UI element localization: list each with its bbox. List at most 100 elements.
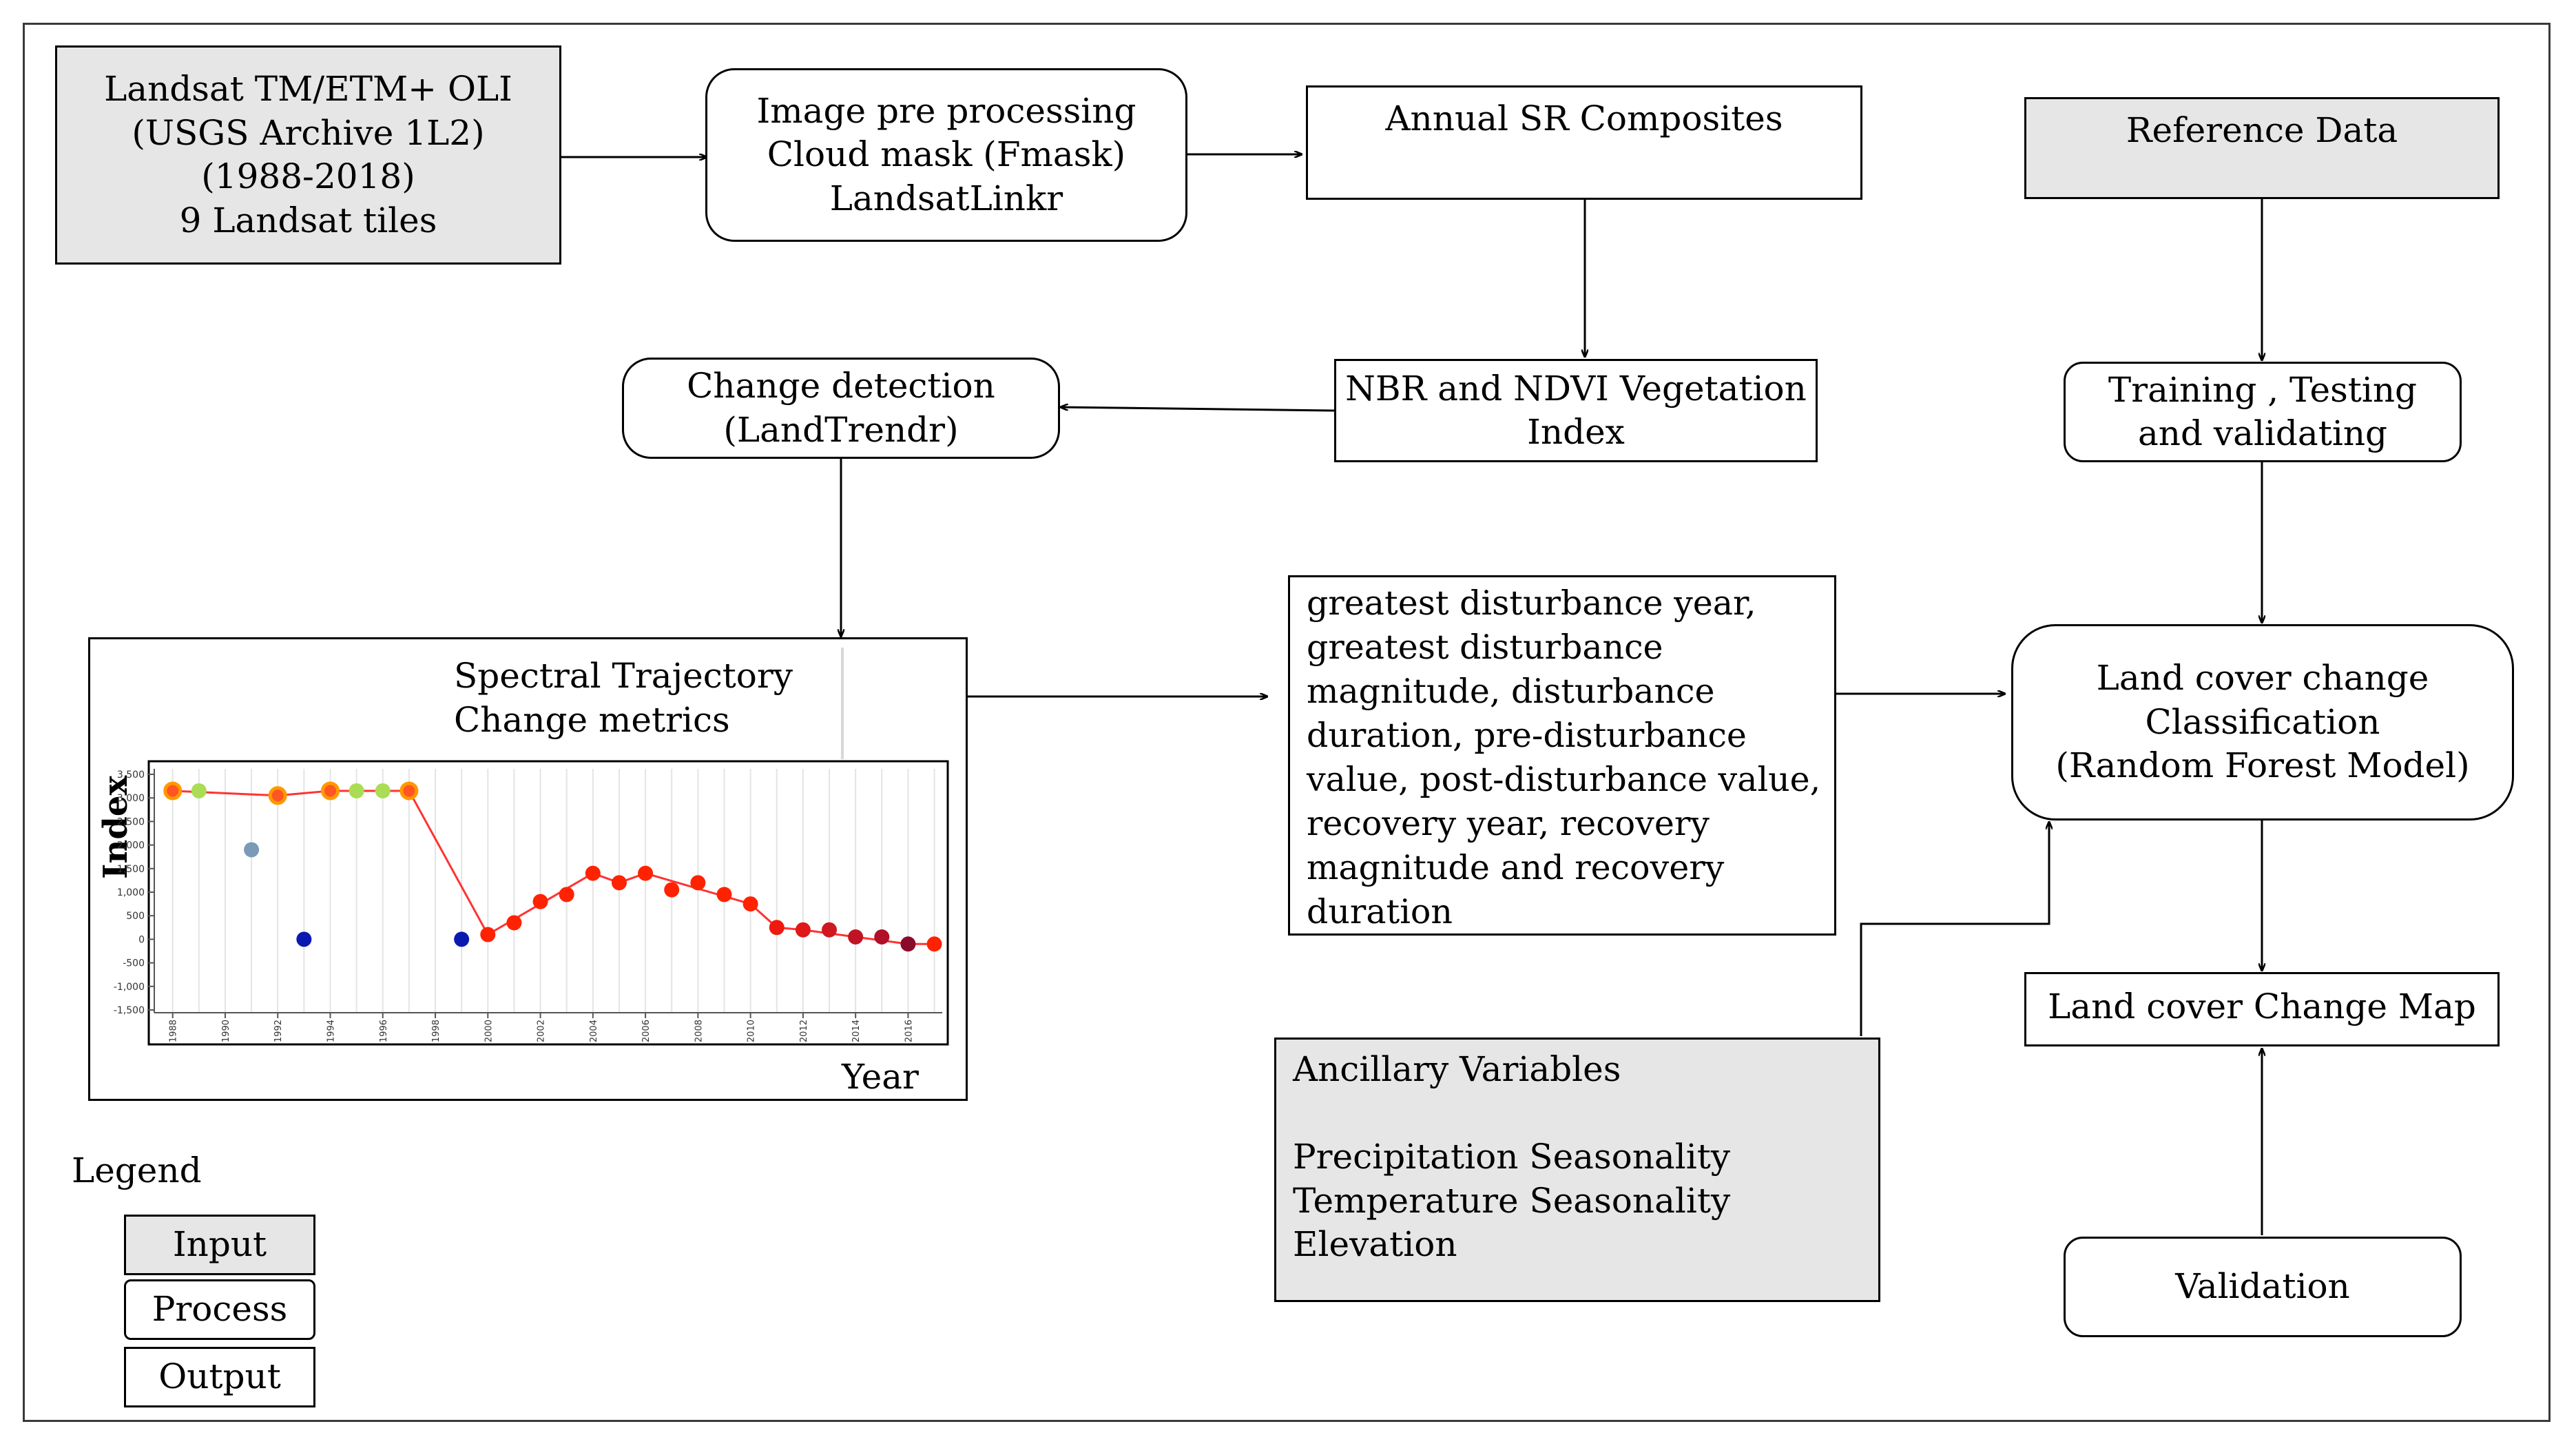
y-tick-label: 2,000	[117, 840, 145, 852]
metrics-list-line-2: greatest disturbance	[1307, 627, 1663, 667]
x-tick-label: 2006	[641, 1020, 652, 1042]
landsat-input-line-4: 9 Landsat tiles	[179, 200, 437, 240]
legend-output-swatch: Output	[124, 1347, 315, 1407]
validation-line-1: Validation	[2175, 1266, 2350, 1307]
change-detection-line-2: (LandTrendr)	[723, 409, 959, 450]
y-tick-label: 500	[126, 911, 145, 922]
x-tick-label: 2012	[799, 1020, 809, 1042]
x-tick-label: 2004	[589, 1020, 599, 1042]
data-point	[926, 936, 942, 952]
x-tick-label: 1988	[169, 1020, 179, 1042]
vegetation-index-line-2: Index	[1527, 412, 1625, 452]
data-point	[559, 887, 574, 902]
y-tick-label: 1,500	[117, 864, 145, 875]
metrics-list-line-3: magnitude, disturbance	[1307, 671, 1715, 711]
data-point	[874, 929, 890, 945]
x-tick-label: 2008	[694, 1020, 704, 1042]
chart-points	[163, 781, 942, 952]
data-point	[611, 875, 627, 891]
data-point	[375, 783, 391, 798]
arrow-vegindex-to-changedetection	[1061, 407, 1335, 412]
classification-line-2: Classification	[2145, 701, 2380, 742]
classification-line-1: Land cover change	[2096, 658, 2429, 699]
y-tick-label: -500	[123, 958, 145, 969]
data-point	[900, 936, 916, 952]
chart-axes: 3,5003,0002,5002,0001,5001,0005000-500-1…	[114, 769, 942, 1042]
image-preprocessing-line-2: Cloud mask (Fmask)	[767, 134, 1126, 175]
arrow-ancillary-to-classification	[1860, 822, 2049, 1036]
data-point	[268, 786, 287, 805]
x-tick-label: 1992	[273, 1020, 284, 1042]
data-point	[399, 781, 419, 801]
x-tick-label: 2014	[851, 1020, 862, 1042]
ancillary-variables-line-1: Ancillary Variables	[1293, 1049, 1621, 1089]
metrics-list-line-8: duration	[1307, 891, 1453, 931]
data-point	[532, 894, 548, 909]
metrics-list-line-5: value, post-disturbance value,	[1307, 759, 1821, 799]
x-tick-label: 1990	[221, 1020, 231, 1042]
data-point	[320, 781, 340, 801]
metrics-list-line-4: duration, pre-disturbance	[1307, 715, 1747, 755]
metrics-list-line-7: magnitude and recovery	[1307, 847, 1725, 887]
change-map-line-1: Land cover Change Map	[2048, 987, 2476, 1026]
y-tick-label: -1,000	[114, 982, 145, 993]
x-tick-label: 2016	[904, 1020, 914, 1042]
chart-plot-frame	[147, 760, 949, 1046]
landsat-input-line-2: (USGS Archive 1L2)	[132, 112, 485, 153]
diagram-frame	[23, 23, 2551, 1422]
data-point	[506, 915, 522, 931]
change-detection-line-1: Change detection	[687, 366, 995, 406]
data-point	[822, 922, 838, 938]
annual-sr-composites-line-1: Annual SR Composites	[1385, 99, 1783, 138]
spectral-trajectory-title: Spectral Trajectory Change metrics	[454, 654, 793, 742]
panel-title-line-2: Change metrics	[454, 699, 730, 740]
landsat-input-line-1: Landsat TM/ETM+ OLI	[104, 69, 512, 109]
data-point	[716, 887, 732, 902]
data-point	[191, 783, 207, 798]
data-point	[742, 896, 758, 912]
panel-title-divider	[841, 648, 844, 759]
ancillary-variables-line-4: Temperature Seasonality	[1293, 1180, 1731, 1221]
metrics-list-line-6: recovery year, recovery	[1307, 803, 1710, 843]
x-axis-label: Year	[842, 1057, 919, 1097]
data-point	[244, 842, 260, 858]
data-point	[163, 781, 183, 801]
x-tick-label: 2002	[537, 1020, 547, 1042]
x-tick-label: 1994	[326, 1020, 336, 1042]
legend-process-swatch: Process	[124, 1279, 315, 1340]
y-tick-label: 1,000	[117, 887, 145, 898]
reference-data-line-1: Reference Data	[2126, 110, 2398, 150]
change-detection-box: Change detection(LandTrendr)	[622, 358, 1060, 459]
data-point	[349, 783, 364, 798]
y-tick-label: 3,000	[117, 793, 145, 804]
data-point	[848, 929, 864, 945]
reference-data-box: Reference Data	[2024, 97, 2500, 199]
data-point	[638, 865, 654, 881]
data-point	[769, 920, 785, 936]
data-point	[795, 922, 811, 938]
metrics-list-box: greatest disturbance year, greatest distu…	[1288, 575, 1836, 936]
ancillary-variables-line-3: Precipitation Seasonality	[1293, 1137, 1731, 1177]
vegetation-index-line-1: NBR and NDVI Vegetation	[1345, 368, 1807, 409]
data-point	[690, 875, 706, 891]
annual-sr-composites-box: Annual SR Composites	[1306, 85, 1862, 200]
legend-title: Legend	[72, 1150, 202, 1190]
legend-input-swatch: Input	[124, 1215, 315, 1275]
landsat-input-box: Landsat TM/ETM+ OLI(USGS Archive 1L2)(19…	[55, 45, 561, 265]
data-point	[664, 882, 680, 898]
landsat-input-line-3: (1988-2018)	[201, 156, 415, 196]
metrics-list-line-1: greatest disturbance year,	[1307, 584, 1756, 623]
chart-gridlines	[172, 769, 935, 1013]
ancillary-variables-box: Ancillary Variables Precipitation Season…	[1274, 1038, 1880, 1302]
x-tick-label: 2000	[484, 1020, 494, 1042]
x-tick-label: 1998	[431, 1020, 442, 1042]
image-preprocessing-line-1: Image pre processing	[756, 90, 1136, 131]
training-testing-line-1: Training , Testing	[2108, 369, 2418, 410]
y-tick-label: -1,500	[114, 1005, 145, 1016]
